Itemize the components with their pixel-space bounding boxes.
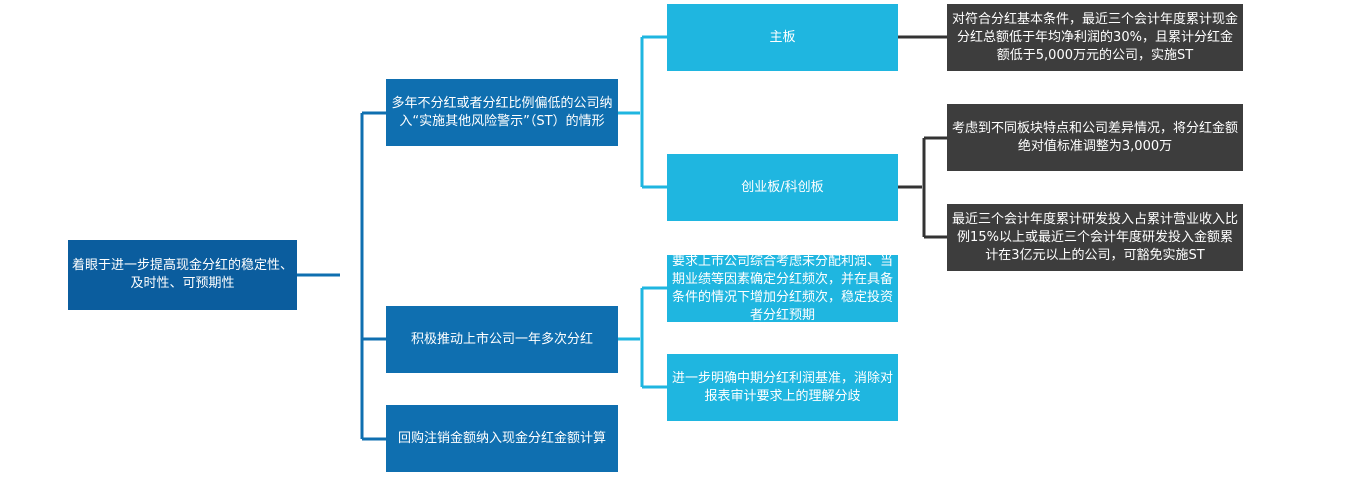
dividend-frequency-label: 要求上市公司综合考虑未分配利润、当期业绩等因素确定分红频次，并在具备条件的情况下… <box>671 253 893 323</box>
st-criteria-label: 多年不分红或者分红比例偏低的公司纳入“实施其他风险警示”（ST）的情形 <box>391 95 613 129</box>
node-threshold-adjust: 考虑到不同板块特点和公司差异情况，将分红金额绝对值标准调整为3,000万 <box>947 104 1243 171</box>
multi-bracket <box>618 286 667 389</box>
node-rd-exemption: 最近三个会计年度累计研发投入占累计营业收入比例15%以上或最近三个会计年度研发投… <box>947 204 1243 271</box>
multiple-dividends-label: 积极推动上市公司一年多次分红 <box>410 331 593 347</box>
st-bracket <box>618 35 667 189</box>
gem-bracket <box>898 136 947 239</box>
node-main-board: 主板 <box>667 4 898 71</box>
root-label: 着眼于进一步提高现金分红的稳定性、及时性、可预期性 <box>72 258 294 291</box>
node-main-board-rule: 对符合分红基本条件，最近三个会计年度累计现金分红总额低于年均净利润的30%，且累… <box>947 4 1243 71</box>
gem-star-label: 创业板/科创板 <box>741 179 824 195</box>
buyback-label: 回购注销金额纳入现金分红金额计算 <box>397 430 606 446</box>
node-multiple-dividends: 积极推动上市公司一年多次分红 <box>386 306 618 373</box>
main-board-rule-label: 对符合分红基本条件，最近三个会计年度累计现金分红总额低于年均净利润的30%，且累… <box>951 11 1238 63</box>
main-board-label: 主板 <box>769 29 796 45</box>
node-gem-star: 创业板/科创板 <box>667 154 898 221</box>
node-interim-benchmark: 进一步明确中期分红利润基准，消除对报表审计要求上的理解分歧 <box>667 354 898 421</box>
root-bracket <box>297 111 386 441</box>
node-dividend-frequency: 要求上市公司综合考虑未分配利润、当期业绩等因素确定分红频次，并在具备条件的情况下… <box>667 253 898 323</box>
root-node: 着眼于进一步提高现金分红的稳定性、及时性、可预期性 <box>68 240 297 310</box>
rd-exemption-label: 最近三个会计年度累计研发投入占累计营业收入比例15%以上或最近三个会计年度研发投… <box>951 211 1238 263</box>
threshold-adjust-label: 考虑到不同板块特点和公司差异情况，将分红金额绝对值标准调整为3,000万 <box>951 120 1238 154</box>
node-buyback: 回购注销金额纳入现金分红金额计算 <box>386 405 618 472</box>
interim-benchmark-label: 进一步明确中期分红利润基准，消除对报表审计要求上的理解分歧 <box>671 370 893 404</box>
node-st-criteria: 多年不分红或者分红比例偏低的公司纳入“实施其他风险警示”（ST）的情形 <box>386 79 618 146</box>
